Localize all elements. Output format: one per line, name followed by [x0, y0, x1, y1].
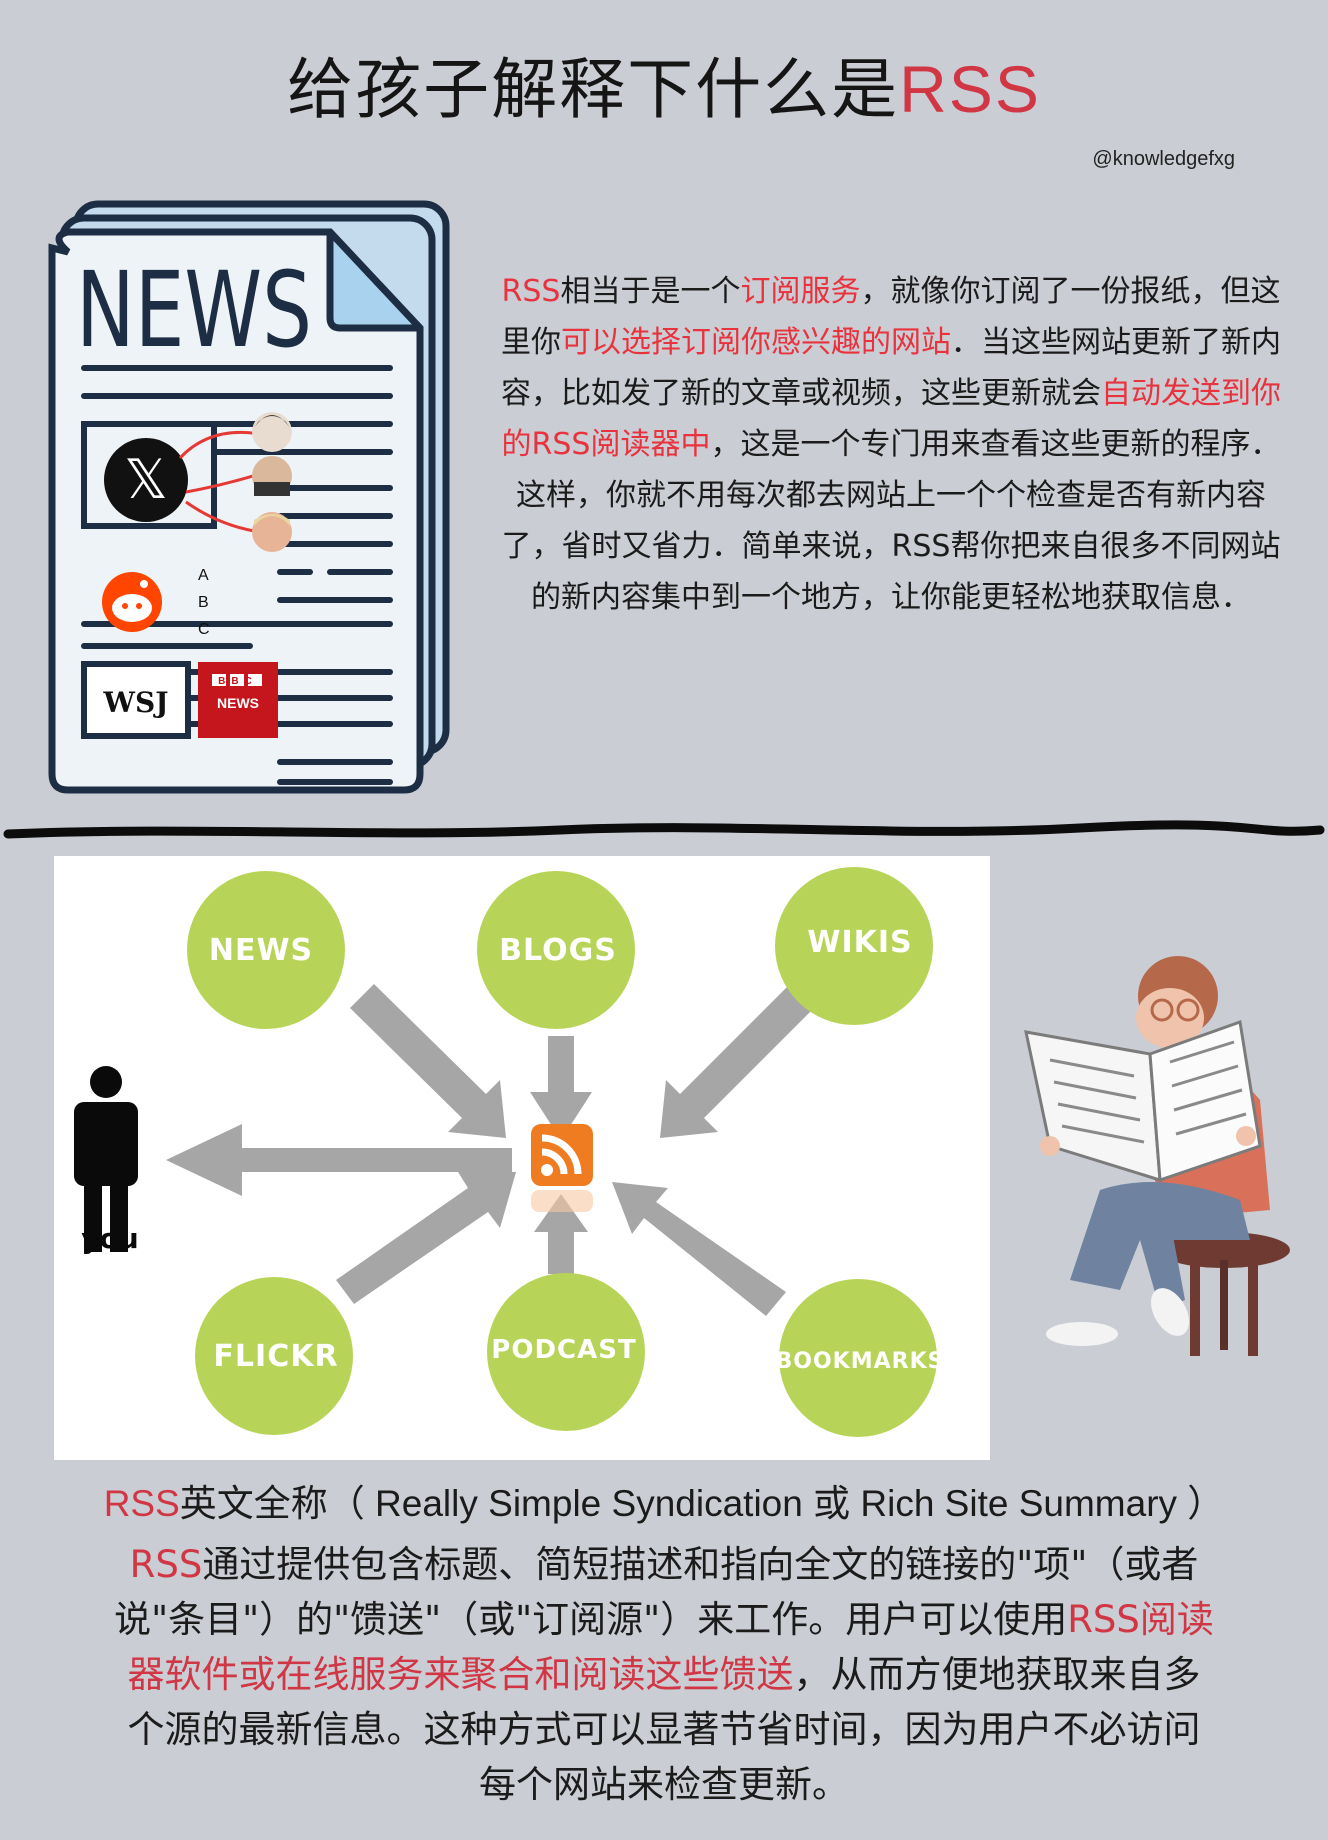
node-podcast-label: PODCAST [491, 1335, 636, 1365]
bottom-description: RSS英文全称（ Really Simple Syndication 或 Ric… [0, 1476, 1328, 1812]
bottom-line: 个源的最新信息。这种方式可以显著节省时间，因为用户不必访问 [127, 1708, 1201, 1751]
newspaper-heading: NEWS [76, 249, 312, 371]
bottom-line: 器软件或在线服务来聚合和阅读这些馈送，从而方便地获取来自多 [127, 1653, 1201, 1696]
node-blogs [477, 871, 635, 1029]
intro-highlight-auto: 自动发送到你的RSS阅读器中 [501, 376, 1281, 462]
intro-highlight-subscription: 订阅服务 [740, 274, 861, 309]
title-main: 给孩子解释下什么是 [287, 51, 900, 128]
node-wikis-label: WIKIS [807, 925, 912, 960]
node-blogs-label: BLOGS [499, 933, 617, 968]
bottom-line-fullname: RSS英文全称（ Really Simple Syndication 或 Ric… [103, 1483, 1225, 1524]
diagram-arrows [166, 984, 812, 1316]
you-label: you [81, 1222, 138, 1255]
wsj-logo [81, 661, 191, 739]
node-bookmarks-label: BOOKMARKS [776, 1349, 945, 1374]
rss-diagram: NEWS BLOGS WIKIS FLICKR PODCAST BOOKMARK… [54, 856, 990, 1460]
node-podcast [487, 1273, 645, 1431]
svg-text:𝕏: 𝕏 [124, 448, 168, 511]
avatar [252, 412, 292, 452]
author-handle: @knowledgefxg [1092, 148, 1235, 170]
svg-text:NEWS: NEWS [217, 695, 259, 711]
node-flickr-label: FLICKR [213, 1339, 338, 1374]
intro-rss: RSS [501, 274, 561, 309]
node-bookmarks [779, 1279, 937, 1437]
list-label-b: B [198, 594, 209, 611]
person-icon [74, 1066, 138, 1252]
bottom-line: RSS通过提供包含标题、简短描述和指向全文的链接的"项"（或者 [129, 1543, 1199, 1586]
avatar [252, 512, 292, 552]
list-label-c: C [198, 621, 210, 638]
node-news [187, 871, 345, 1029]
rss-feed-icon [531, 1124, 593, 1212]
x-logo-icon [104, 438, 188, 522]
title-accent: RSS [899, 52, 1041, 126]
node-wikis [775, 867, 933, 1025]
section-divider [3, 820, 1325, 839]
reader-illustration [1024, 956, 1290, 1356]
svg-text:WSJ: WSJ [103, 686, 169, 719]
bottom-line: 每个网站来检查更新。 [479, 1763, 849, 1806]
svg-text:BBC: BBC [218, 676, 258, 687]
page-title: 给孩子解释下什么是RSS [0, 36, 1328, 132]
newspaper-illustration: NEWS 𝕏 [48, 200, 450, 794]
intro-paragraph: RSS相当于是一个订阅服务，就像你订阅了一份报纸，但这里你可以选择订阅你感兴趣的… [501, 274, 1281, 615]
node-flickr [195, 1277, 353, 1435]
intro-highlight-choose: 可以选择订阅你感兴趣的网站 [561, 325, 951, 360]
list-label-a: A [198, 567, 209, 584]
bottom-line: 说"条目"）的"馈送"（或"订阅源"）来工作。用户可以使用RSS阅读 [114, 1598, 1214, 1641]
node-news-label: NEWS [209, 933, 313, 968]
